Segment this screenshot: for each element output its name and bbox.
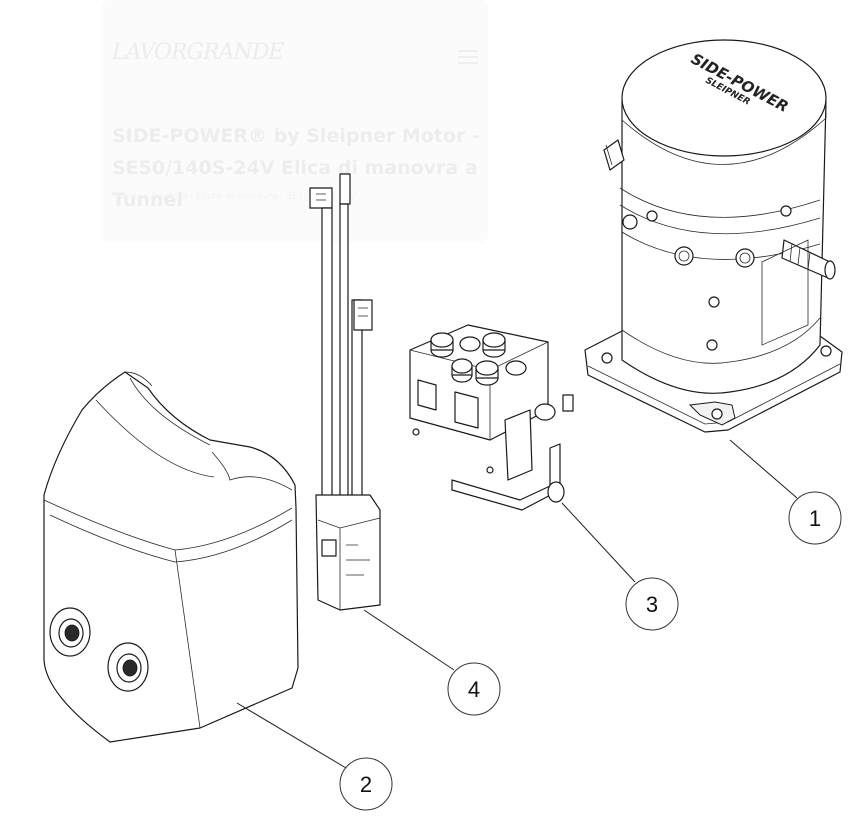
control-cable-module-part (309, 173, 381, 611)
callout-1-label: 1 (809, 506, 821, 531)
motor-terminal-left (603, 139, 625, 171)
background-page-card: LAVORGRANDE SIDE-POWER® by Sleipner Moto… (102, 0, 488, 242)
motor-part: SIDE-POWER SLEIPNER (584, 39, 843, 433)
background-page-title: SIDE-POWER® by Sleipner Motor - SE50/140… (112, 125, 480, 211)
knob-right (107, 642, 149, 692)
callout-2-label: 2 (360, 772, 372, 797)
relay-terminals (430, 332, 527, 386)
callout-4: 4 (363, 609, 501, 716)
solenoid-relay-part (409, 324, 574, 511)
callout-1: 1 (729, 439, 842, 545)
background-page-logo: LAVORGRANDE (112, 40, 284, 65)
background-page-breadcrumbs: Home › Prodotti › Eliche di manovra › SE… (116, 192, 357, 202)
callout-4-label: 4 (468, 677, 480, 702)
knob-left (49, 607, 91, 657)
menu-icon (458, 50, 478, 68)
callout-3: 3 (561, 502, 679, 631)
callout-3-label: 3 (646, 592, 658, 617)
control-panel-cover-part (43, 371, 299, 743)
callout-2: 2 (236, 702, 393, 811)
